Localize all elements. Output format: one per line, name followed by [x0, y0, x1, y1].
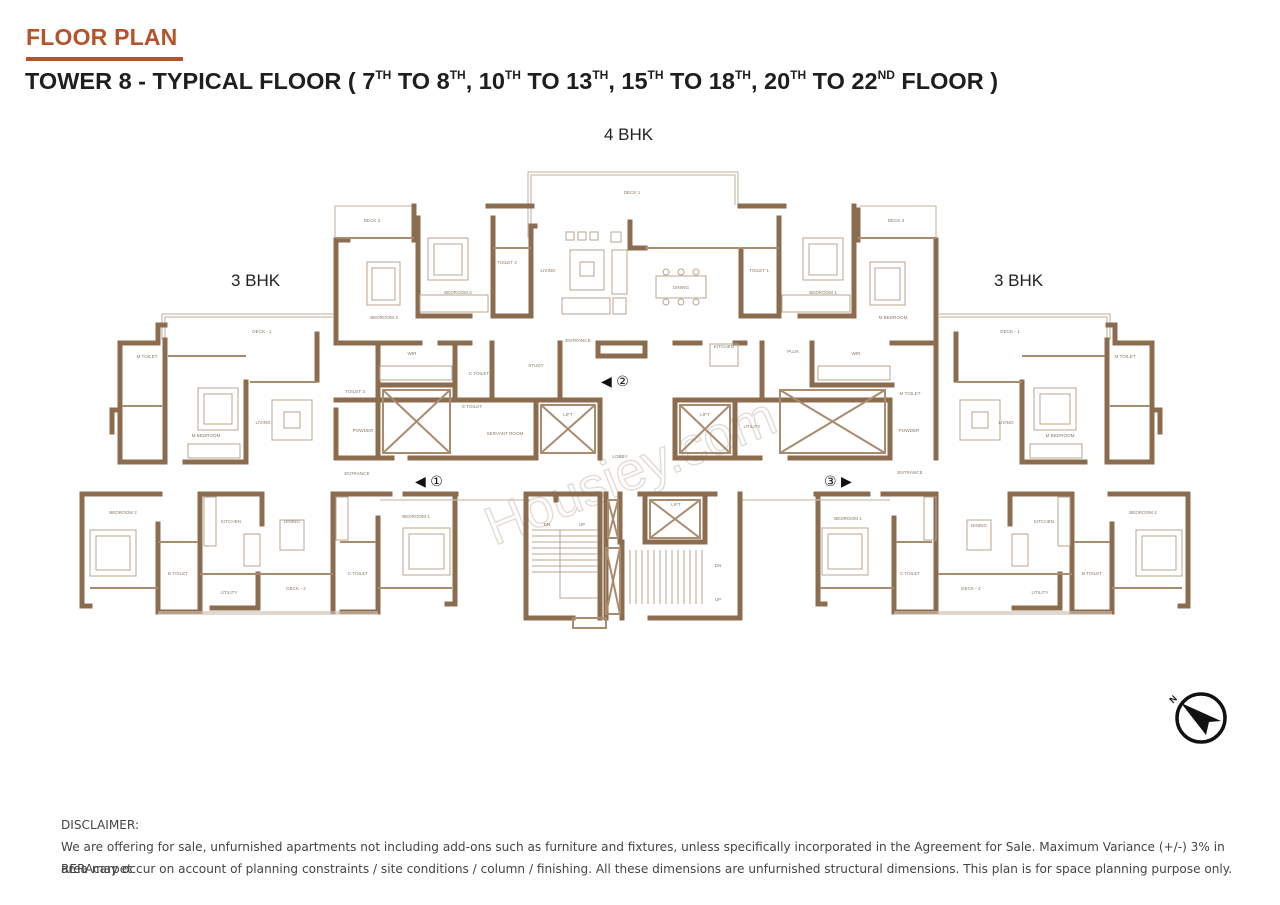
room-label: C TOILET	[348, 571, 369, 576]
room-label: TOILET 1	[749, 268, 769, 273]
room-label: BEDROOM 1	[809, 290, 837, 295]
room-label: C TOILET	[900, 571, 921, 576]
subtitle-text: TO 18	[663, 68, 735, 94]
room-label: DINING	[971, 523, 988, 528]
subtitle-sup: TH	[734, 68, 751, 82]
title-underline	[26, 57, 183, 61]
room-label: BEDROOM 3	[370, 315, 398, 320]
stair-label: UP	[715, 597, 721, 602]
subtitle-sup: TH	[790, 68, 807, 82]
room-label: UTILITY	[1031, 590, 1048, 595]
entry-marker-3: ③ ▶	[824, 474, 852, 490]
unit-3bhk-left: DECK - 1 M TOILET M BEDROOM LIVING BEDRO…	[79, 313, 459, 615]
room-label: M BEDROOM	[192, 433, 221, 438]
room-label: UTILITY	[220, 590, 237, 595]
room-label: M TOILET	[899, 391, 920, 396]
unit-4bhk: DECK 1 DECK 2 DECK 3 BEDROOM 3 BEDROOM 2…	[333, 171, 939, 461]
disclaimer-line-1: We are offering for sale, unfurnished ap…	[61, 840, 1225, 876]
room-label: BEDROOM 1	[834, 516, 862, 521]
north-compass: N	[1165, 688, 1229, 746]
room-label: ENTRANCE	[897, 470, 922, 475]
room-label: C TOILET	[469, 371, 490, 376]
subtitle-sup: ND	[877, 68, 895, 82]
room-label: TOILET 3	[345, 389, 365, 394]
subtitle-text: TO 13	[520, 68, 593, 94]
room-label: KITCHEN	[221, 519, 241, 524]
room-label: LIVING	[255, 420, 270, 425]
room-label: ENTRANCE	[565, 338, 590, 343]
room-label: B TOILET	[1082, 571, 1102, 576]
entry-marker-1: ◀ ①	[415, 474, 443, 490]
room-label: KITCHEN	[1034, 519, 1054, 524]
room-label: LIVING	[998, 420, 1013, 425]
room-label: LIFT	[700, 412, 710, 417]
stair-label: DN	[544, 522, 551, 527]
room-label: DECK - 1	[1000, 329, 1020, 334]
disclaimer-line-2: area may occur on account of planning co…	[61, 862, 1233, 876]
stair-label: DN	[715, 563, 722, 568]
room-label: BEDROOM 2	[109, 510, 137, 515]
room-label: STUDY	[528, 363, 544, 368]
unit-3bhk-right: DECK - 1 M TOILET M BEDROOM LIVING BEDRO…	[813, 313, 1191, 615]
room-label: WIR	[852, 351, 862, 356]
disclaimer-heading: DISCLAIMER:	[61, 818, 140, 832]
plan-subtitle: TOWER 8 - TYPICAL FLOOR ( 7TH TO 8TH, 10…	[25, 68, 998, 95]
stair-label: UP	[579, 522, 585, 527]
unit-label-3bhk-left: 3 BHK	[231, 271, 281, 290]
room-label: PUJA	[787, 349, 800, 354]
room-label: POWDER	[899, 428, 920, 433]
room-label: DECK - 1	[252, 329, 272, 334]
room-label: M TOILET	[136, 354, 157, 359]
room-label: DECK 2	[364, 218, 381, 223]
room-label: DINING	[284, 519, 301, 524]
room-label: UTILITY	[743, 424, 760, 429]
room-label: DECK - 2	[961, 586, 981, 591]
room-label: DECK 3	[888, 218, 905, 223]
north-label: N	[1167, 693, 1179, 705]
subtitle-sup: TH	[375, 68, 392, 82]
room-label: LIFT	[563, 412, 573, 417]
room-label: LIVING	[540, 268, 555, 273]
room-label: ENTRANCE	[344, 471, 369, 476]
room-label: DECK - 2	[286, 586, 306, 591]
room-label: BEDROOM 2	[444, 290, 472, 295]
room-label: POWDER	[353, 428, 374, 433]
subtitle-sup: TH	[592, 68, 609, 82]
room-label: M BEDROOM	[879, 315, 908, 320]
subtitle-text: , 15	[608, 68, 648, 94]
compass-icon: N	[1167, 692, 1227, 744]
room-label: M TOILET	[1114, 354, 1135, 359]
room-label: SERVANT ROOM	[487, 431, 524, 436]
subtitle-text: , 10	[465, 68, 505, 94]
entry-marker-2: ◀ ②	[601, 374, 629, 390]
subtitle-text: TOWER 8 - TYPICAL FLOOR ( 7	[25, 68, 376, 94]
unit-label-4bhk: 4 BHK	[604, 125, 654, 144]
room-label: DECK 1	[624, 190, 641, 195]
lift-label: LIFT	[671, 502, 681, 507]
subtitle-text: FLOOR )	[894, 68, 999, 94]
room-label: S TOILET	[462, 404, 482, 409]
room-label: LOBBY	[612, 454, 627, 459]
page-title: FLOOR PLAN	[26, 24, 178, 50]
room-label: TOILET 2	[497, 260, 517, 265]
room-label: B TOILET	[168, 571, 188, 576]
subtitle-sup: TH	[504, 68, 521, 82]
subtitle-text: TO 8	[391, 68, 450, 94]
room-label: DINING	[673, 285, 690, 290]
subtitle-sup: TH	[449, 68, 466, 82]
room-label: BEDROOM 1	[402, 514, 430, 519]
room-label: KITCHEN	[714, 344, 734, 349]
room-label: WIR	[408, 351, 418, 356]
room-label: BEDROOM 2	[1129, 510, 1157, 515]
core-stairs-lift: DN UP DN UP LIFT	[380, 491, 890, 629]
unit-label-3bhk-right: 3 BHK	[994, 271, 1044, 290]
subtitle-sup: TH	[647, 68, 664, 82]
subtitle-text: , 20	[750, 68, 791, 94]
subtitle-text: TO 22	[806, 68, 878, 94]
room-label: M BEDROOM	[1046, 433, 1075, 438]
